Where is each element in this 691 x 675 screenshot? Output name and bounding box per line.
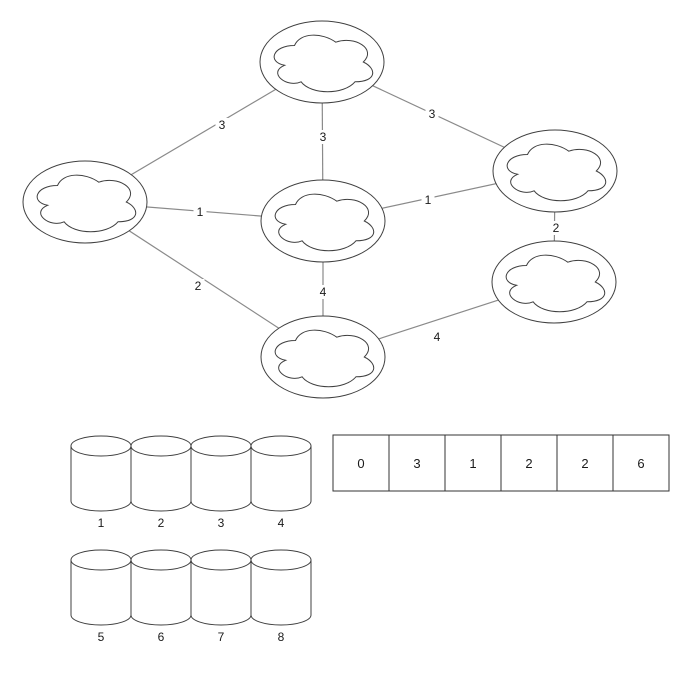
- cylinder-label: 4: [278, 516, 285, 530]
- edge-weight-label: 1: [421, 193, 435, 207]
- array-cell-value: 6: [637, 456, 644, 471]
- array-cell-value: 2: [581, 456, 588, 471]
- database-cylinder-1: [70, 435, 132, 512]
- edge-weight-label: 2: [549, 221, 563, 235]
- edge-weight-label: 3: [425, 107, 439, 121]
- array-cell: [612, 434, 670, 492]
- database-cylinder-5: [70, 549, 132, 626]
- edge-weight-text: 2: [553, 221, 560, 235]
- edge-weight-text: 4: [320, 285, 327, 299]
- array-cell: [444, 434, 502, 492]
- array-cell-value: 2: [525, 456, 532, 471]
- cylinder-label: 6: [158, 630, 165, 644]
- edge-weight-text: 1: [197, 205, 204, 219]
- network-nodes: [22, 20, 618, 399]
- array-cell-value: 1: [469, 456, 476, 471]
- cloud-node-left: [22, 160, 148, 244]
- array-cell: [500, 434, 558, 492]
- cylinder-row-2: 5 6 7 8: [70, 549, 312, 644]
- edge-weight-label: 4: [316, 285, 330, 299]
- cylinder-label: 8: [278, 630, 285, 644]
- edge-weight-text: 1: [425, 193, 432, 207]
- database-cylinder-4: [250, 435, 312, 512]
- database-cylinder-6: [130, 549, 192, 626]
- cloud-node-top: [259, 20, 385, 104]
- edge-weight-label: 3: [316, 130, 330, 144]
- edge-weight-text: 3: [429, 107, 436, 121]
- cylinder-row-1: 1 2 3 4: [70, 435, 312, 530]
- edge-weight-text: 2: [195, 279, 202, 293]
- database-cylinder-7: [190, 549, 252, 626]
- array-table: 0 3 1 2 2 6: [332, 434, 670, 492]
- edge-weight-label: 2: [191, 279, 205, 293]
- array-cell-value: 3: [413, 456, 420, 471]
- edge-weight-label: 4: [430, 330, 444, 344]
- database-cylinder-3: [190, 435, 252, 512]
- cloud-node-right: [492, 129, 618, 213]
- cylinder-label: 7: [218, 630, 225, 644]
- edge-weight-text: 3: [320, 130, 327, 144]
- database-cylinder-2: [130, 435, 192, 512]
- array-cell-value: 0: [357, 456, 364, 471]
- cloud-node-bottom: [260, 315, 386, 399]
- edge-weight-text: 3: [219, 118, 226, 132]
- edge-weight-labels: 3 3 3 1 1 2 4: [191, 107, 563, 344]
- database-cylinder-8: [250, 549, 312, 626]
- cylinder-label: 5: [98, 630, 105, 644]
- cylinder-label: 2: [158, 516, 165, 530]
- edge-weight-label: 1: [193, 205, 207, 219]
- edge-weight-label: 3: [215, 118, 229, 132]
- cylinder-label: 1: [98, 516, 105, 530]
- cloud-node-right-lower: [491, 240, 617, 324]
- cloud-node-middle: [260, 179, 386, 263]
- array-cell: [556, 434, 614, 492]
- cylinder-label: 3: [218, 516, 225, 530]
- edge-weight-text: 4: [434, 330, 441, 344]
